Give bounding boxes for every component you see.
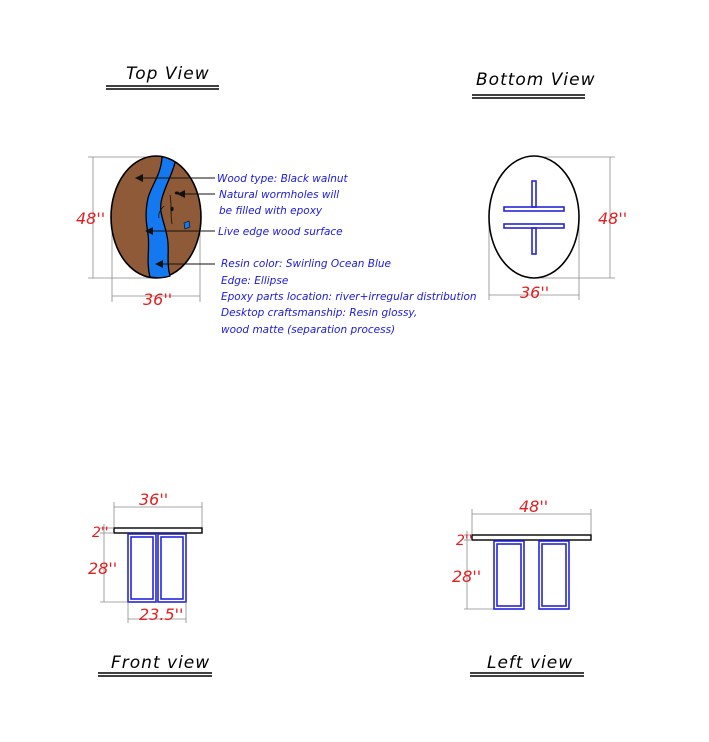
bottom-view-title: Bottom View [476,70,595,90]
tabletop-underside [488,155,580,279]
bottom-view: Bottom View 48'' 36'' [472,70,627,302]
bottom-width-label: 36'' [520,283,549,302]
left-view-title: Left view [487,653,573,673]
front-thickness-label: 2'' [92,525,109,541]
note-resin-color: Resin color: Swirling Ocean Blue [221,258,391,270]
left-view: 48'' 2'' 28'' Left view [452,497,592,677]
front-base-width-label: 23.5'' [139,605,183,624]
top-view-title: Top View [126,64,210,84]
note-wormholes-1: Natural wormholes will [219,189,339,201]
note-wood-type: Wood type: Black walnut [217,173,349,185]
front-leg-frame-right [157,533,187,603]
front-width-label: 36'' [139,490,168,509]
top-width-label: 36'' [143,290,172,309]
resin-river [145,156,176,279]
left-tabletop [471,534,592,541]
note-live-edge: Live edge wood surface [218,226,343,238]
front-leg-height-label: 28'' [88,559,117,578]
top-height-label: 48'' [76,209,105,228]
front-tabletop [113,527,203,534]
note-craftsmanship-1: Desktop craftsmanship: Resin glossy, [221,307,417,319]
resin-spot [183,220,191,230]
note-edge: Edge: Ellipse [221,275,288,287]
wormhole [170,206,174,212]
note-wormholes-2: be filled with epoxy [219,205,323,217]
note-epoxy-location: Epoxy parts location: river+irregular di… [221,291,477,303]
front-view: 36'' 2'' 28'' 23.5'' Front view [88,490,212,677]
front-view-title: Front view [111,653,210,673]
front-leg-frame-left [127,533,157,603]
left-thickness-label: 2'' [456,533,473,549]
base-post-top [531,180,537,208]
bottom-height-label: 48'' [598,209,627,228]
left-leg-frame-left [493,540,525,610]
left-leg-height-label: 28'' [452,567,481,586]
left-leg-frame-right [538,540,570,610]
left-width-label: 48'' [519,497,548,516]
base-post-bottom [531,227,537,255]
top-view: Top View 48'' 36'' Wood type: Black waln… [76,64,477,336]
note-craftsmanship-2: wood matte (separation process) [221,324,395,336]
